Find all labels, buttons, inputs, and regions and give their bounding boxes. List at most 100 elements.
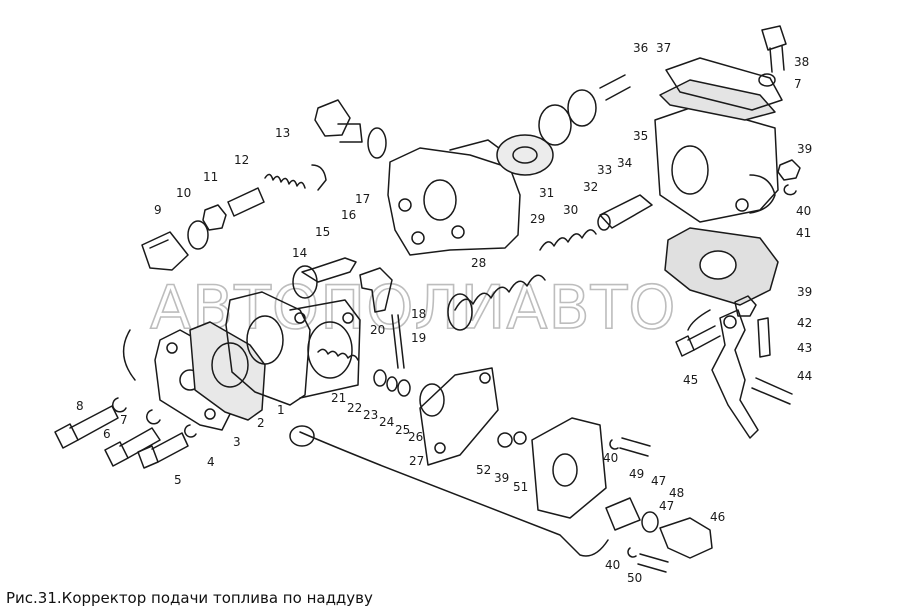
part-label: 34 — [617, 156, 632, 170]
part-label: 15 — [315, 225, 330, 239]
part-label: 43 — [797, 341, 812, 355]
part-label: 47 — [651, 474, 666, 488]
gasket-36 — [659, 79, 776, 121]
body-1 — [225, 291, 311, 406]
part-label: 2 — [257, 416, 265, 430]
plug-9 — [141, 231, 189, 271]
bolt-49 — [619, 437, 651, 457]
part-label: 16 — [341, 208, 356, 222]
part-label: 47 — [659, 499, 674, 513]
part-label: 7 — [794, 77, 802, 91]
cover-27 — [419, 367, 499, 466]
part-label: 9 — [154, 203, 162, 217]
bolt-50 — [637, 553, 669, 573]
part-label: 29 — [530, 212, 545, 226]
diaphragm-31 — [496, 134, 554, 176]
spring-13 — [264, 173, 306, 189]
part-label: 35 — [633, 129, 648, 143]
washer-4 — [184, 424, 197, 438]
part-label: 44 — [797, 369, 812, 383]
part-label: 11 — [203, 170, 218, 184]
plug-15 — [314, 99, 351, 137]
part-label: 24 — [379, 415, 394, 429]
part-label: 17 — [355, 192, 370, 206]
part-label: 27 — [409, 454, 424, 468]
cover-37 — [665, 57, 783, 111]
tube — [299, 431, 609, 557]
part-label: 50 — [627, 571, 642, 585]
lever-43 — [711, 309, 759, 439]
part-labels: 1 2 3 4 5 6 7 7 8 9 10 11 12 13 14 15 16… — [76, 41, 812, 585]
flange-34 — [654, 107, 779, 223]
part-label: 25 — [395, 423, 410, 437]
part-label: 12 — [234, 153, 249, 167]
part-label: 6 — [103, 427, 111, 441]
part-label: 1 — [277, 403, 285, 417]
part-label: 18 — [411, 307, 426, 321]
part-label: 39 — [494, 471, 509, 485]
rod-20 — [359, 267, 393, 313]
part-label: 40 — [603, 451, 618, 465]
nut-39 — [777, 159, 801, 181]
stem-21 — [317, 348, 359, 361]
part-label: 28 — [471, 256, 486, 270]
part-label: 22 — [347, 401, 362, 415]
part-label: 20 — [370, 323, 385, 337]
part-label: 8 — [76, 399, 84, 413]
figure-caption: Рис.31.Корректор подачи топлива по надду… — [6, 589, 373, 607]
part-label: 40 — [605, 558, 620, 572]
cover-51 — [531, 417, 607, 519]
part-label: 38 — [794, 55, 809, 69]
part-label: 42 — [797, 316, 812, 330]
part-label: 37 — [656, 41, 671, 55]
part-label: 33 — [597, 163, 612, 177]
gasket-2 — [189, 321, 266, 421]
part-label: 51 — [513, 480, 528, 494]
part-label: 40 — [796, 204, 811, 218]
bolt-38 — [761, 25, 787, 51]
pin-44 — [751, 377, 793, 405]
diaphragm-26 — [419, 383, 445, 417]
part-label: 14 — [292, 246, 307, 260]
housing-17 — [387, 147, 521, 256]
valve-32 — [599, 194, 653, 229]
part-label: 19 — [411, 331, 426, 345]
bolt-46 — [659, 517, 713, 559]
part-label: 3 — [233, 435, 241, 449]
part-label: 49 — [629, 467, 644, 481]
spring-28 — [454, 274, 546, 311]
part-label: 26 — [408, 430, 423, 444]
part-label: 21 — [331, 391, 346, 405]
watermark: АВТОПОЛИАВТО — [150, 273, 677, 343]
part-label: 10 — [176, 186, 191, 200]
ring-16 — [367, 127, 387, 159]
spring-30 — [539, 229, 597, 251]
pin-42 — [757, 317, 771, 358]
washer-52 — [497, 432, 513, 448]
part-label: 36 — [633, 41, 648, 55]
part-label: 39 — [797, 142, 812, 156]
part-label: 52 — [476, 463, 491, 477]
fitting-47 — [605, 497, 641, 531]
part-label: 31 — [539, 186, 554, 200]
part-label: 48 — [669, 486, 684, 500]
part-label: 32 — [583, 180, 598, 194]
ring-10 — [187, 220, 209, 250]
part-label: 5 — [174, 473, 182, 487]
part-label: 7 — [120, 413, 128, 427]
part-label: 13 — [275, 126, 290, 140]
part-label: 39 — [797, 285, 812, 299]
part-label: 45 — [683, 373, 698, 387]
part-label: 30 — [563, 203, 578, 217]
part-label: 41 — [796, 226, 811, 240]
screw-12 — [227, 187, 265, 217]
plate-33 — [538, 104, 572, 146]
part-label: 23 — [363, 408, 378, 422]
washer-7 — [112, 397, 127, 413]
bolt-5 — [137, 432, 189, 469]
stud-14 — [301, 257, 357, 283]
nut-11 — [202, 204, 227, 231]
part-label: 46 — [710, 510, 725, 524]
pin-19 — [391, 314, 405, 369]
